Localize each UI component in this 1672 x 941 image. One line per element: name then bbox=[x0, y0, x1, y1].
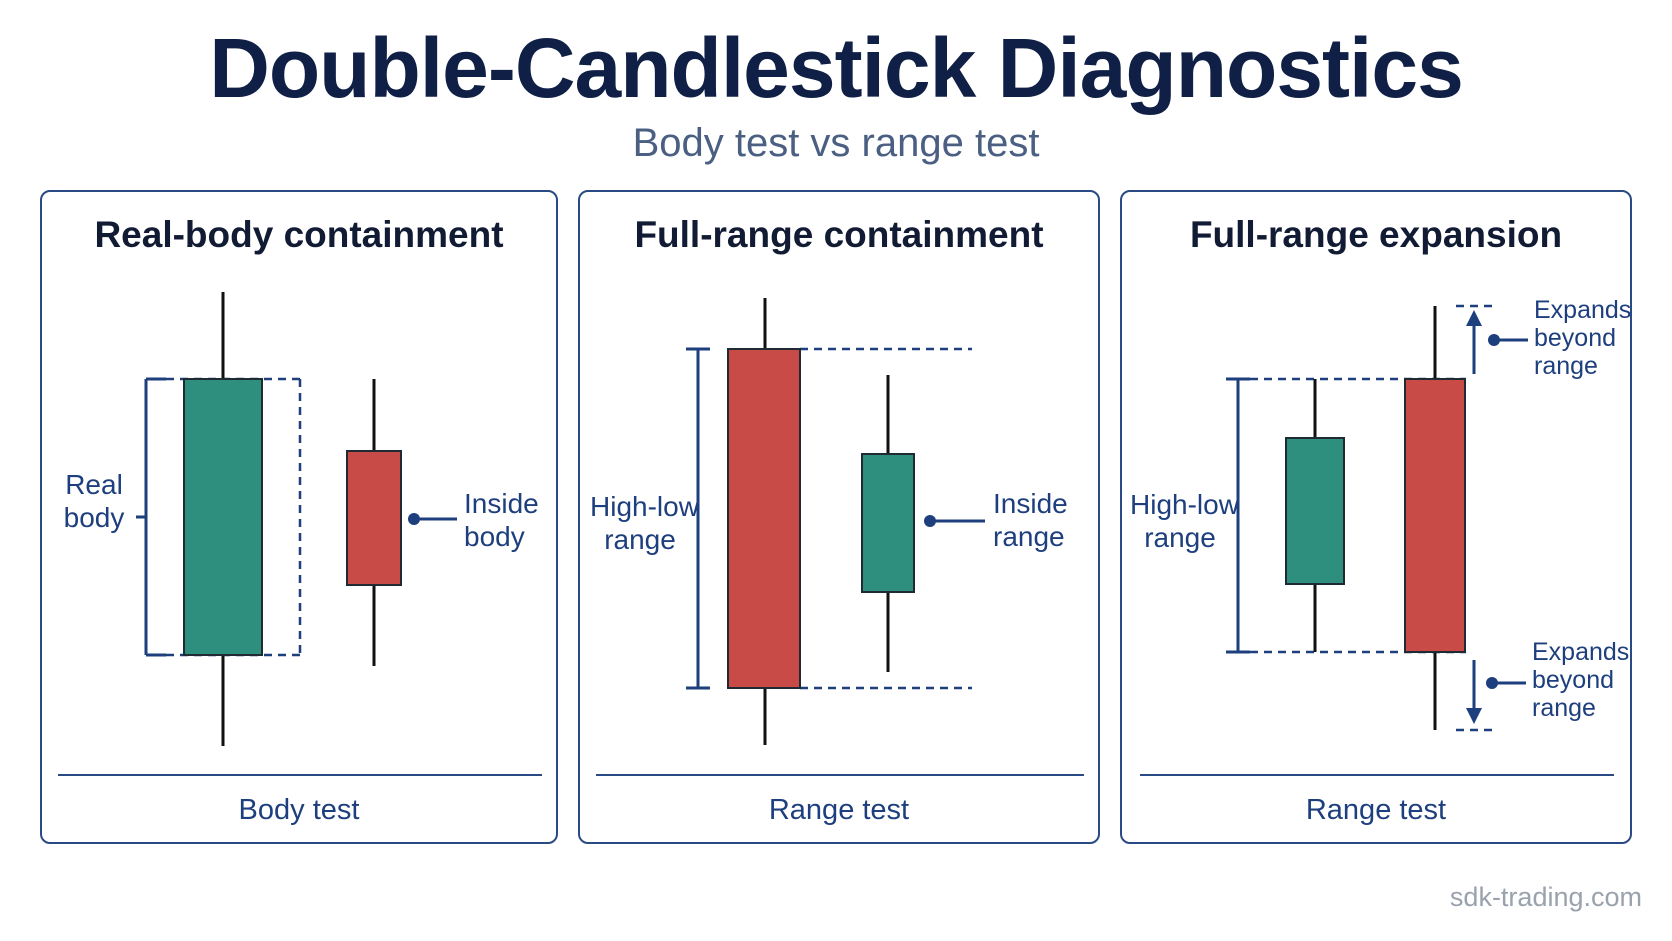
panel-divider bbox=[1140, 774, 1614, 776]
expands-beyond-bottom-label: Expands beyond range bbox=[1532, 638, 1630, 722]
down-arrow-icon bbox=[1466, 660, 1482, 724]
expands-beyond-top-label: Expands beyond range bbox=[1534, 296, 1632, 380]
large-bearish-candle bbox=[1404, 306, 1466, 730]
real-body-bracket bbox=[136, 377, 166, 657]
high-low-range-label: High-low range bbox=[590, 491, 699, 555]
inside-range-pointer bbox=[924, 515, 985, 527]
inside-range-label: Inside range bbox=[993, 488, 1068, 552]
high-low-bracket bbox=[686, 347, 710, 690]
page-title: Double-Candlestick Diagnostics bbox=[209, 21, 1464, 115]
small-bullish-candle bbox=[1285, 379, 1345, 652]
panel-title: Real-body containment bbox=[94, 214, 504, 255]
panel-divider bbox=[58, 774, 542, 776]
panel-footer: Range test bbox=[768, 794, 910, 826]
panel-diagram bbox=[136, 292, 457, 746]
page-subtitle: Body test vs range test bbox=[632, 121, 1040, 165]
expands-bottom-pointer bbox=[1486, 677, 1526, 689]
panel-full-range-expansion: Full-range expansion bbox=[1120, 190, 1632, 844]
inside-body-label: Inside body bbox=[464, 488, 539, 552]
range-dashed-lines bbox=[800, 347, 972, 690]
range-dashed-lines bbox=[1250, 304, 1492, 732]
panel-diagram bbox=[1226, 304, 1528, 732]
panel-divider bbox=[596, 774, 1084, 776]
body-dashed-outline bbox=[166, 377, 302, 657]
inside-body-pointer bbox=[408, 513, 457, 525]
panel-footer: Range test bbox=[1305, 794, 1447, 826]
panel-footer: Body test bbox=[238, 794, 360, 826]
panel-title: Full-range containment bbox=[634, 214, 1044, 255]
small-bullish-candle bbox=[861, 375, 915, 672]
large-bullish-candle bbox=[183, 292, 263, 746]
high-low-bracket bbox=[1226, 377, 1250, 654]
watermark: sdk-trading.com bbox=[1449, 882, 1642, 912]
expands-top-pointer bbox=[1488, 334, 1528, 346]
panel-real-body-containment: Real-body containment bbox=[40, 190, 558, 844]
panel-full-range-containment: Full-range containment High-low bbox=[578, 190, 1100, 844]
real-body-label: Real body bbox=[63, 469, 125, 533]
high-low-range-label: High-low range bbox=[1130, 489, 1239, 553]
panel-title: Full-range expansion bbox=[1189, 214, 1563, 255]
large-bearish-candle bbox=[727, 298, 801, 745]
panel-diagram bbox=[686, 298, 985, 745]
small-bearish-candle bbox=[346, 379, 402, 666]
up-arrow-icon bbox=[1466, 310, 1482, 374]
